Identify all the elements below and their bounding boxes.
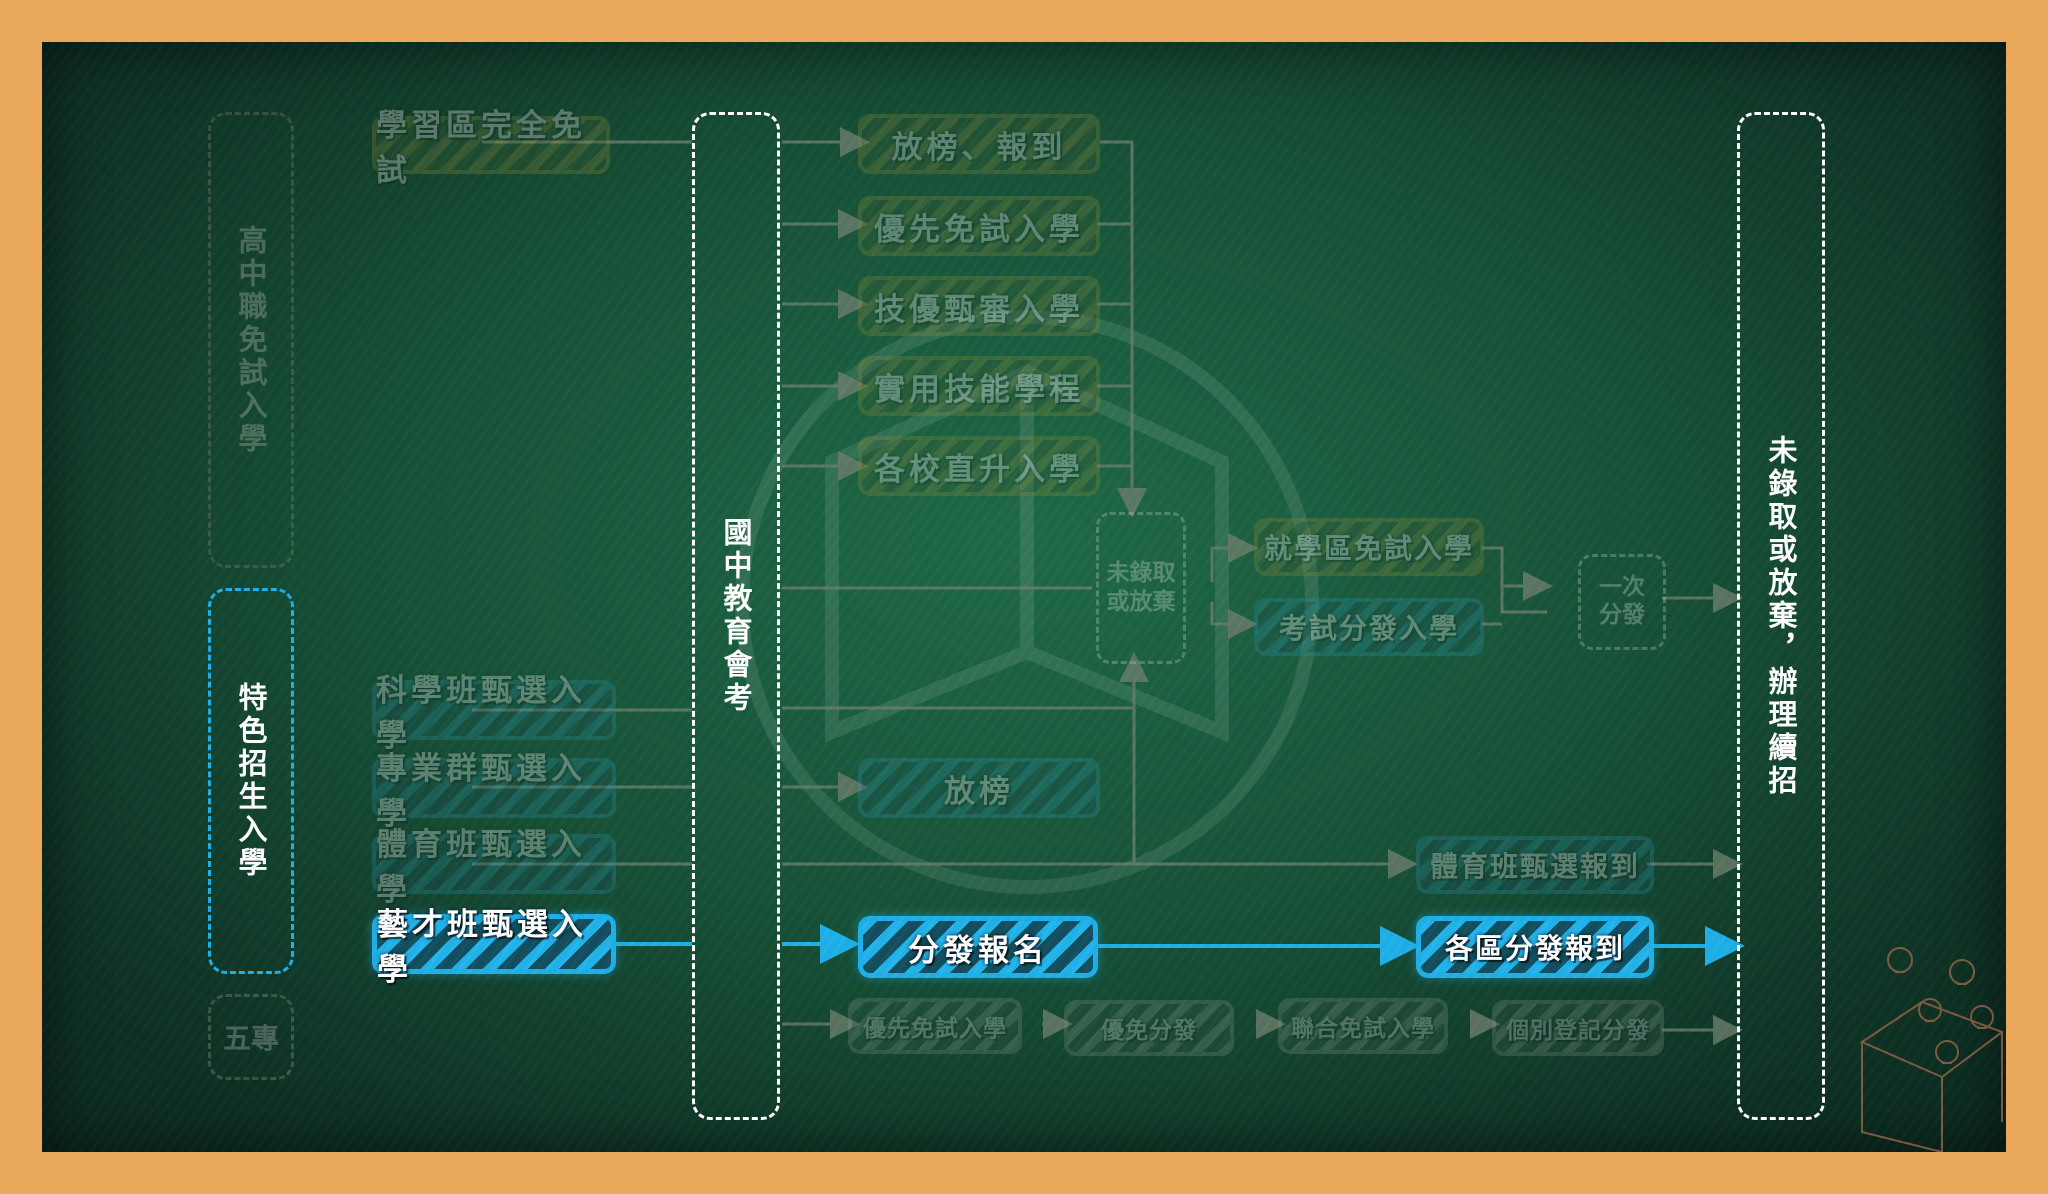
item-fy-priority-distribution-label: 優免分發 xyxy=(1101,1018,1197,1044)
item-fy-priority-label: 優先免試入學 xyxy=(863,1016,1007,1042)
item-fy-priority: 優先免試入學 xyxy=(848,998,1022,1054)
item-district-free-label: 就學區免試入學 xyxy=(1263,532,1474,565)
item-skill-selection: 技優甄審入學 xyxy=(858,276,1100,336)
watermark-logo xyxy=(735,310,1319,894)
item-direct-promotion-label: 各校直升入學 xyxy=(874,451,1084,488)
item-science-label: 科學班甄選入學 xyxy=(376,673,586,754)
column-exam-free: 高中職免試入學 xyxy=(208,112,294,568)
item-fy-priority-distribution: 優免分發 xyxy=(1064,1000,1234,1056)
column-not-admitted-label: 未錄取或放棄，辦理續招 xyxy=(1764,434,1798,798)
column-special-label: 特色招生入學 xyxy=(234,682,268,880)
item-professional: 專業群甄選入學 xyxy=(372,751,616,832)
item-fy-individual-register: 個別登記分發 xyxy=(1492,1000,1664,1056)
item-community-free: 學習區完全免試 xyxy=(372,108,610,189)
item-distribution-signup-label: 分發報名 xyxy=(908,932,1048,969)
item-professional-label: 專業群甄選入學 xyxy=(376,751,586,832)
junction-not-admitted-label: 未錄取或放棄 xyxy=(1106,560,1176,615)
item-release-label: 放榜 xyxy=(944,773,1014,810)
item-community-free-label: 學習區完全免試 xyxy=(376,108,586,189)
item-fy-joint-free-label: 聯合免試入學 xyxy=(1291,1016,1435,1042)
item-release-register-label: 放榜、報到 xyxy=(891,129,1067,166)
item-release: 放榜 xyxy=(858,758,1100,818)
item-sports-register: 體育班甄選報到 xyxy=(1416,836,1654,894)
column-cap-exam: 國中教育會考 xyxy=(692,112,780,1120)
lightbulb-box-icon xyxy=(1859,947,2005,1152)
item-skill-selection-label: 技優甄審入學 xyxy=(874,291,1084,328)
column-not-admitted: 未錄取或放棄，辦理續招 xyxy=(1737,112,1825,1120)
item-arts: 藝才班甄選入學 xyxy=(372,907,616,988)
item-priority-free-label: 優先免試入學 xyxy=(874,211,1084,248)
item-single-distribution: 一次分發 xyxy=(1578,554,1666,650)
item-single-distribution-label: 一次分發 xyxy=(1599,574,1645,628)
item-sports-register-label: 體育班甄選報到 xyxy=(1429,850,1640,883)
item-sports: 體育班甄選入學 xyxy=(372,827,616,908)
column-exam-free-label: 高中職免試入學 xyxy=(234,224,268,456)
item-district-register: 各區分發報到 xyxy=(1416,916,1654,978)
flow-connectors xyxy=(472,127,2005,1152)
item-district-register-label: 各區分發報到 xyxy=(1444,932,1625,965)
item-direct-promotion: 各校直升入學 xyxy=(858,436,1100,496)
item-arts-label: 藝才班甄選入學 xyxy=(377,907,587,988)
item-district-free: 就學區免試入學 xyxy=(1254,518,1484,576)
item-sports-label: 體育班甄選入學 xyxy=(376,827,586,908)
item-practical-skill-label: 實用技能學程 xyxy=(874,371,1084,408)
item-exam-distribution-label: 考試分發入學 xyxy=(1278,612,1459,645)
item-science: 科學班甄選入學 xyxy=(372,673,616,754)
column-five-year: 五專 xyxy=(208,994,294,1080)
junction-not-admitted: 未錄取或放棄 xyxy=(1096,512,1186,664)
item-fy-joint-free: 聯合免試入學 xyxy=(1278,998,1448,1054)
column-cap-exam-label: 國中教育會考 xyxy=(719,517,753,715)
column-five-year-label: 五專 xyxy=(222,1022,279,1055)
item-practical-skill: 實用技能學程 xyxy=(858,356,1100,416)
item-fy-individual-register-label: 個別登記分發 xyxy=(1506,1018,1650,1044)
chalkboard: 高中職免試入學 特色招生入學 五專 國中教育會考 未錄取或放棄，辦理續招 學習區… xyxy=(42,42,2006,1152)
item-release-register: 放榜、報到 xyxy=(858,114,1100,174)
item-priority-free: 優先免試入學 xyxy=(858,196,1100,256)
item-exam-distribution: 考試分發入學 xyxy=(1254,598,1484,656)
item-distribution-signup: 分發報名 xyxy=(858,916,1098,978)
column-special: 特色招生入學 xyxy=(208,588,294,974)
